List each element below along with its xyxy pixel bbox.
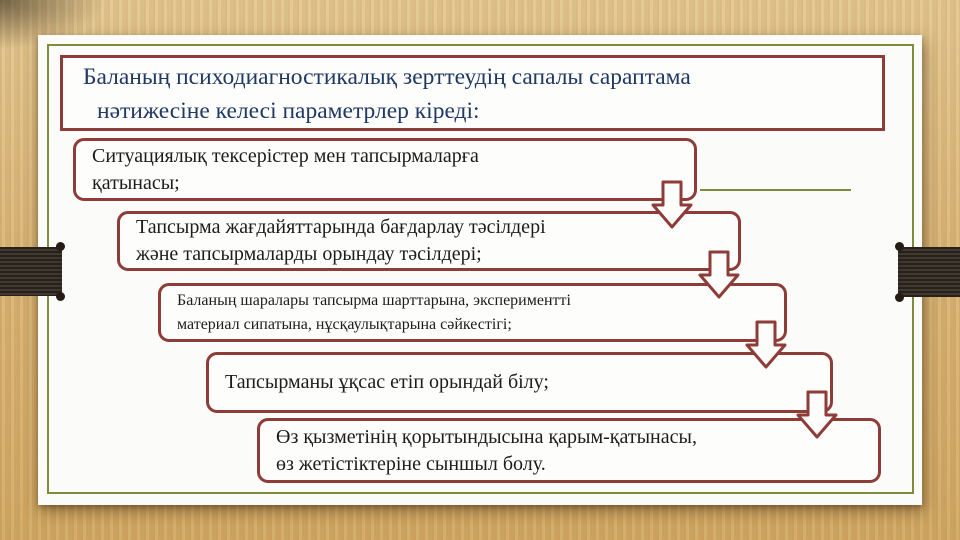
clip-rivet-icon [895,293,904,302]
content-box-1-line-1: Ситуациялық тексерістер мен тапсырмаларғ… [92,144,479,167]
connector-line [700,189,851,191]
content-box-1-line-2: қатынасы; [92,171,180,194]
down-arrow-icon [650,180,694,230]
content-box-5: Өз қызметінің қорытындысына қарым-қатына… [257,418,881,483]
content-box-4: Тапсырманы ұқсас етіп орындай білу; [206,352,833,413]
content-box-1: Ситуациялық тексерістер мен тапсырмаларғ… [73,138,697,201]
slide-title-line-2: нәтижесіне келесі параметрлер кіреді: [97,98,480,124]
content-box-3-line-2: материал сипатына, нұсқаулықтарына сәйке… [177,315,512,333]
slide-page: Баланың психодиагностикалық зерттеудің с… [38,35,922,505]
clip-rivet-icon [56,292,65,301]
content-box-2-line-2: және тапсырмаларды орындау тәсілдері; [136,243,482,265]
content-box-3-line-1: Баланың шаралары тапсырма шарттарына, эк… [177,291,571,309]
content-box-2-line-1: Тапсырма жағдайяттарында бағдарлау тәсіл… [136,216,546,239]
right-clip-bar [895,242,960,302]
down-arrow-icon [744,320,788,370]
content-box-5-line-1: Өз қызметінің қорытындысына қарым-қатына… [276,425,697,448]
content-box-4-line-1: Тапсырманы ұқсас етіп орындай білу; [225,371,549,394]
title-box: Баланың психодиагностикалық зерттеудің с… [60,55,885,131]
down-arrow-icon [697,250,741,300]
slide-title-line-1: Баланың психодиагностикалық зерттеудің с… [83,64,691,90]
down-arrow-icon [795,390,839,440]
clip-rivet-icon [895,242,904,251]
content-box-2: Тапсырма жағдайяттарында бағдарлау тәсіл… [117,211,741,271]
content-box-3: Баланың шаралары тапсырма шарттарына, эк… [158,283,787,342]
clip-rivet-icon [56,242,65,251]
left-clip-bar [0,242,65,301]
content-box-5-line-2: өз жетістіктеріне сыншыл болу. [276,452,546,475]
